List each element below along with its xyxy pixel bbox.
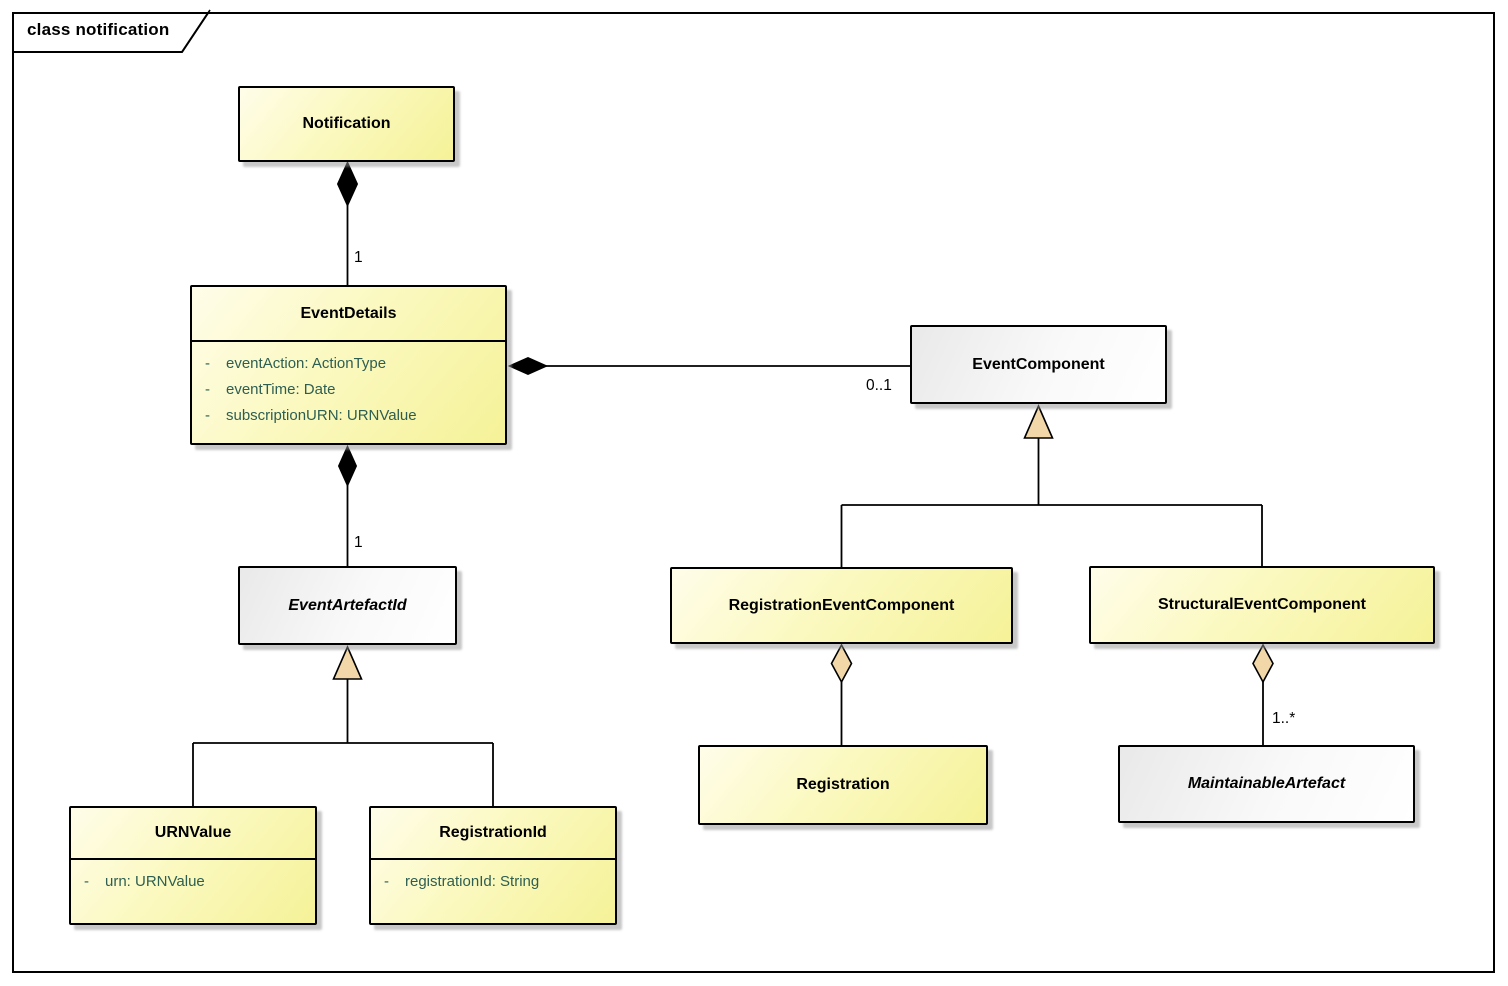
multiplicity-label-eventdetails: 1 (354, 249, 363, 266)
multiplicity-label-maintainableartefact: 1..* (1272, 710, 1296, 727)
class-registrationeventcomponent[interactable]: RegistrationEventComponent (670, 567, 1013, 644)
class-eventdetails[interactable]: EventDetails - eventAction: ActionType -… (190, 285, 507, 445)
class-name: Registration (796, 776, 890, 793)
class-name: EventComponent (972, 355, 1105, 373)
attribute-text: registrationId: String (405, 873, 540, 890)
class-maintainableartefact[interactable]: MaintainableArtefact (1118, 745, 1415, 823)
attribute-row: - urn: URNValue (71, 869, 315, 895)
class-registration[interactable]: Registration (698, 745, 988, 825)
composition-diamond-eventdetails-bottom (337, 444, 358, 488)
class-eventcomponent[interactable]: EventComponent (910, 325, 1167, 404)
class-name: EventArtefactId (288, 596, 407, 614)
visibility-marker: - (84, 873, 89, 890)
diagram-title-tab-notch (181, 9, 211, 53)
attribute-row: - registrationId: String (371, 869, 615, 895)
attribute-text: urn: URNValue (105, 873, 205, 890)
attribute-text: eventTime: Date (226, 381, 336, 398)
class-registrationid[interactable]: RegistrationId - registrationId: String (369, 806, 617, 925)
visibility-marker: - (205, 355, 210, 372)
class-name: MaintainableArtefact (1187, 775, 1346, 792)
generalization-triangle-eventcomponent (1023, 404, 1054, 439)
class-notification[interactable]: Notification (238, 86, 455, 162)
attribute-compartment: - urn: URNValue (71, 858, 315, 923)
composition-diamond-eventdetails-right (507, 356, 549, 376)
diagram-title: class notification (27, 20, 170, 39)
multiplicity-label-eventcomponent: 0..1 (866, 377, 892, 394)
visibility-marker: - (205, 407, 210, 424)
diagram-frame-border (12, 12, 1495, 973)
attribute-row: - eventAction: ActionType (192, 351, 505, 377)
attribute-text: eventAction: ActionType (226, 355, 387, 372)
attribute-row: - eventTime: Date (192, 377, 505, 403)
aggregation-diamond-structuraleventcomponent (1252, 643, 1274, 684)
multiplicity-label-eventartefactid: 1 (354, 534, 363, 551)
attribute-row: - subscriptionURN: URNValue (192, 403, 505, 429)
class-name: RegistrationEventComponent (728, 596, 955, 614)
composition-diamond-notification (336, 160, 359, 208)
attribute-compartment: - eventAction: ActionType - eventTime: D… (192, 340, 505, 443)
class-name: URNValue (154, 824, 232, 841)
class-name: Notification (302, 115, 391, 132)
class-name: StructuralEventComponent (1157, 596, 1366, 613)
class-structuraleventcomponent[interactable]: StructuralEventComponent (1089, 566, 1435, 644)
visibility-marker: - (384, 873, 389, 890)
class-eventartefactid[interactable]: EventArtefactId (238, 566, 457, 645)
class-name: RegistrationId (439, 824, 547, 841)
aggregation-diamond-registrationeventcomponent (830, 643, 853, 684)
visibility-marker: - (205, 381, 210, 398)
class-name: EventDetails (300, 304, 397, 322)
generalization-triangle-eventartefactid (332, 645, 363, 680)
attribute-text: subscriptionURN: URNValue (226, 407, 417, 424)
attribute-compartment: - registrationId: String (371, 858, 615, 923)
class-urnvalue[interactable]: URNValue - urn: URNValue (69, 806, 317, 925)
